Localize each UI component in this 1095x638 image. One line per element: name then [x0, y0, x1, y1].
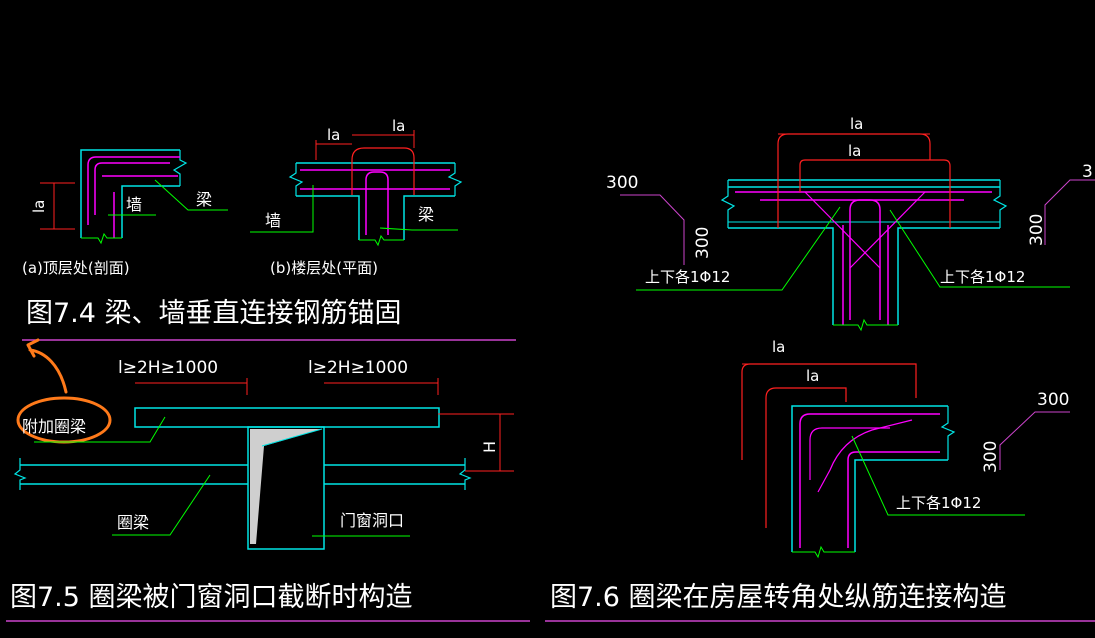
fig76c-rebar-bent-1 — [809, 427, 890, 480]
fig74a-break-line — [172, 150, 188, 186]
fig76c-rebar-outer — [799, 413, 940, 548]
fig74a-dim-la: la — [30, 200, 48, 213]
fig74a-beam-outline — [80, 149, 180, 238]
fig75-dim-h: H — [480, 441, 499, 453]
fig76c-dim-la-outer: la — [772, 338, 785, 356]
fig74b-beam-bottom-right — [403, 195, 455, 240]
fig76t-rebar-u — [849, 199, 881, 320]
fig76t-bottom-break — [833, 318, 898, 332]
fig75-break-left — [13, 458, 27, 490]
fig76t-beam-bottom-left — [728, 227, 834, 325]
fig74b-bottom-break — [359, 234, 404, 247]
fig75-label-opening: 门窗洞口 — [340, 511, 404, 530]
fig74b-label-qiang: 墙 — [265, 211, 281, 230]
fig76-corner: la la 300 300 上下各1Φ12 — [741, 338, 1070, 559]
fig74b-dim-la1-text: la — [327, 126, 340, 144]
fig75-dim-left: l≥2H≥1000 — [118, 358, 218, 378]
fig74b-subtitle: (b)楼层处(平面) — [270, 259, 378, 277]
fig76t-dim-300-right: 3 — [1082, 162, 1093, 182]
fig75-label-ring-beam: 圈梁 — [117, 513, 149, 532]
fig76c-leader — [851, 435, 1025, 516]
fig76t-dim-300-left-v: 300 — [693, 227, 713, 259]
hand-arrow-annotation — [26, 338, 68, 394]
fig76t-rebar-diag-2 — [849, 191, 926, 269]
fig74a-label-liang: 梁 — [196, 190, 212, 209]
fig76t-dim-la-inner: la — [848, 142, 861, 160]
fig76t-break-right — [992, 180, 1008, 228]
fig76t-dim-300-right-v: 300 — [1027, 214, 1047, 246]
fig76t-label-left: 上下各1Φ12 — [645, 268, 730, 286]
fig76c-dim-300: 300 — [1037, 390, 1069, 410]
fig74a-wall-inner — [121, 185, 180, 238]
fig76t-leader-300-left — [620, 194, 685, 265]
fig76c-rebar-diag — [817, 419, 913, 493]
fig76t-beam-bottom-right — [897, 227, 1000, 325]
fig76c-inner-outline — [854, 459, 948, 552]
fig76c-outer-outline — [791, 405, 948, 552]
fig76t-rebar-red-inner — [799, 159, 951, 228]
fig75-opening-hatch — [250, 429, 322, 544]
fig75-leader-ring-beam — [112, 474, 211, 536]
fig76c-bottom-break — [792, 545, 855, 559]
fig74b-rebar-u — [365, 171, 389, 235]
fig74b-rebar-red-loop — [351, 147, 415, 195]
fig76c-rebar-inner — [847, 451, 940, 548]
fig76-t-junction: la la 300 300 3 300 上下各1Φ12 上下各1Φ12 — [606, 115, 1095, 332]
fig75-label-extra-beam: 附加圈梁 — [22, 417, 86, 436]
fig74b-plan: la la 墙 梁 (b)楼层处(平面) — [250, 117, 463, 277]
fig75-leader-extra-beam — [34, 416, 166, 443]
fig74b-break-left — [288, 163, 304, 196]
fig74b-dim-la2-text: la — [392, 117, 405, 135]
fig74a-label-qiang: 墙 — [126, 195, 142, 214]
fig76c-break-right — [940, 406, 956, 460]
fig76c-dim-300-v: 300 — [981, 441, 1001, 473]
fig74a-leader-liang — [154, 179, 228, 211]
fig74b-label-liang: 梁 — [418, 205, 434, 224]
fig74b-break-right — [447, 163, 463, 196]
fig74b-beam-bottom-left — [296, 195, 360, 240]
fig74a-bottom-break — [81, 232, 122, 245]
fig74b-leader-qiang — [250, 185, 314, 233]
fig74a-subtitle: (a)顶层处(剖面) — [22, 259, 130, 277]
fig76t-leader-left — [636, 206, 841, 291]
fig76c-rebar-red-inner — [765, 387, 847, 528]
fig76t-leader-right — [889, 209, 1070, 288]
fig74a-rebar-1 — [87, 156, 180, 225]
fig75-drawing: 附加圈梁 l≥2H≥1000 l≥2H≥1000 H 圈梁 门窗洞口 — [13, 338, 514, 550]
fig76-title: 图7.6 圈梁在房屋转角处纵筋连接构造 — [550, 582, 1007, 613]
fig76t-rebar-diag-1 — [804, 191, 881, 269]
fig76c-label: 上下各1Φ12 — [896, 494, 981, 512]
fig75-title: 图7.5 圈梁被门窗洞口截断时构造 — [10, 582, 413, 613]
fig76t-dim-300-left: 300 — [606, 173, 638, 193]
fig75-opening — [247, 426, 325, 550]
fig74b-leader-liang — [379, 227, 458, 231]
fig75-opening-diag — [261, 428, 323, 447]
fig76t-dim-la-outer: la — [850, 115, 863, 133]
fig74-title: 图7.4 梁、墙垂直连接钢筋锚固 — [26, 298, 402, 329]
fig74a-section: la 梁 墙 (a)顶层处(剖面) — [22, 149, 228, 277]
fig76t-break-left — [720, 180, 736, 228]
fig76t-leader-300-right — [1044, 179, 1095, 245]
fig75-break-right — [458, 458, 472, 490]
fig76t-label-right: 上下各1Φ12 — [940, 268, 1025, 286]
fig76c-leader-300 — [999, 411, 1070, 470]
fig74a-rebar-2 — [94, 162, 170, 215]
fig76c-dim-la-inner: la — [806, 367, 819, 385]
fig75-dim-right: l≥2H≥1000 — [308, 358, 408, 378]
